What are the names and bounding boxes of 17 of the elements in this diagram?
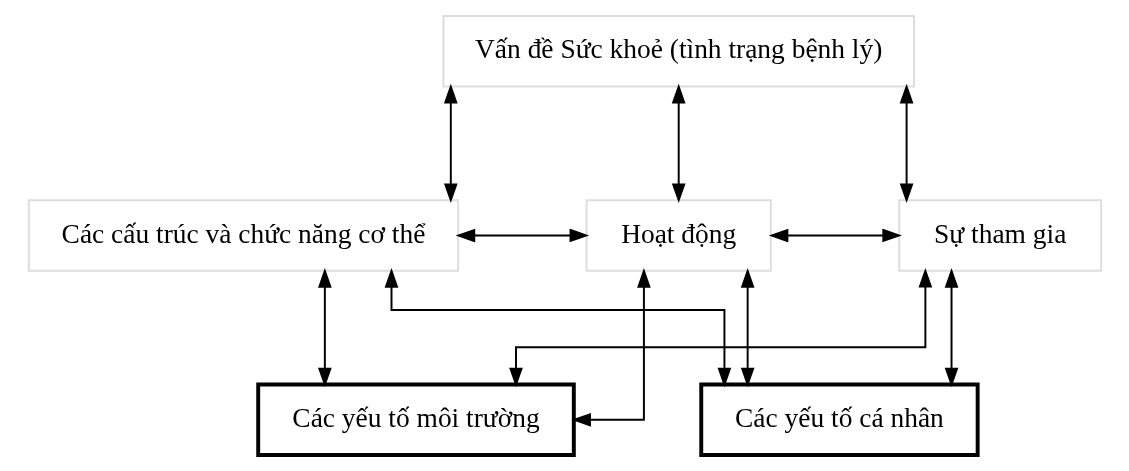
arrow bbox=[671, 83, 686, 204]
arrow bbox=[740, 268, 755, 388]
node-box: Các yếu tố cá nhân bbox=[698, 382, 980, 457]
node-box: Hoạt động bbox=[585, 199, 772, 272]
arrow bbox=[317, 268, 332, 388]
arrow bbox=[455, 228, 589, 243]
arrow bbox=[768, 228, 902, 243]
node-box: Sự tham gia bbox=[897, 199, 1102, 272]
arrow bbox=[570, 268, 651, 427]
arrow bbox=[899, 83, 913, 204]
node-box: Các cấu trúc và chức năng cơ thể bbox=[27, 199, 459, 272]
arrow bbox=[384, 268, 731, 388]
arrow bbox=[944, 268, 958, 388]
arrow bbox=[508, 267, 932, 388]
node-box: Các yếu tố môi trường bbox=[255, 382, 576, 457]
node-box: Vấn đề Sức khoẻ (tình trạng bệnh lý) bbox=[441, 14, 915, 88]
arrow bbox=[443, 83, 458, 204]
